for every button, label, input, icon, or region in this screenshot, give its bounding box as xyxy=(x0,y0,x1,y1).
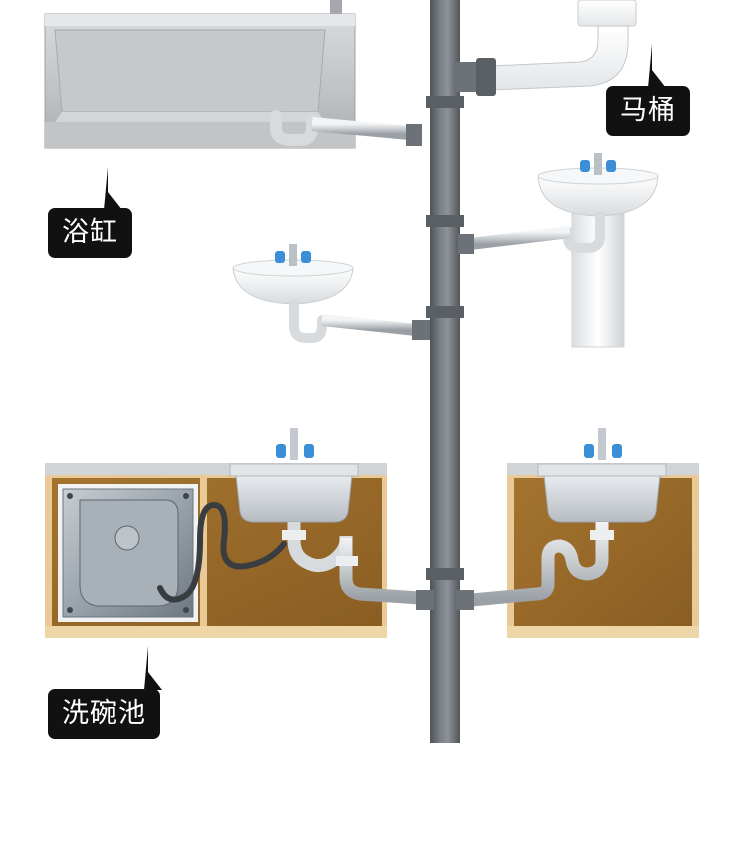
basin-faucet xyxy=(275,244,311,266)
bathtub-label: 浴缸 xyxy=(48,208,132,258)
sink-faucet xyxy=(276,428,314,460)
toilet-label: 马桶 xyxy=(606,86,690,136)
basin-faucet xyxy=(580,153,616,175)
bathtub-callout-pointer xyxy=(104,167,122,210)
stack-coupling xyxy=(426,306,464,318)
kitchen-sink-label: 洗碗池 xyxy=(48,689,160,739)
stack-coupling xyxy=(426,568,464,580)
kitchen-sink-right xyxy=(538,428,666,522)
kitchen-sink-callout-pointer xyxy=(144,646,162,690)
stack-branch-joint xyxy=(456,590,474,610)
wall-basin xyxy=(233,244,430,340)
sink-faucet xyxy=(584,428,622,460)
pedestal-basin xyxy=(458,153,658,347)
kitchen-sink-left xyxy=(230,428,358,522)
stack-coupling xyxy=(426,215,464,227)
stack-branch-joint xyxy=(416,590,434,610)
toilet-callout-pointer xyxy=(648,44,666,88)
kitchen-cabinet-right xyxy=(472,428,699,638)
toilet xyxy=(455,0,636,96)
kitchen-cabinet-left xyxy=(45,428,420,638)
vertical-drain-stack xyxy=(426,0,464,743)
bathtub-faucet xyxy=(330,0,342,14)
stack-coupling xyxy=(426,96,464,108)
